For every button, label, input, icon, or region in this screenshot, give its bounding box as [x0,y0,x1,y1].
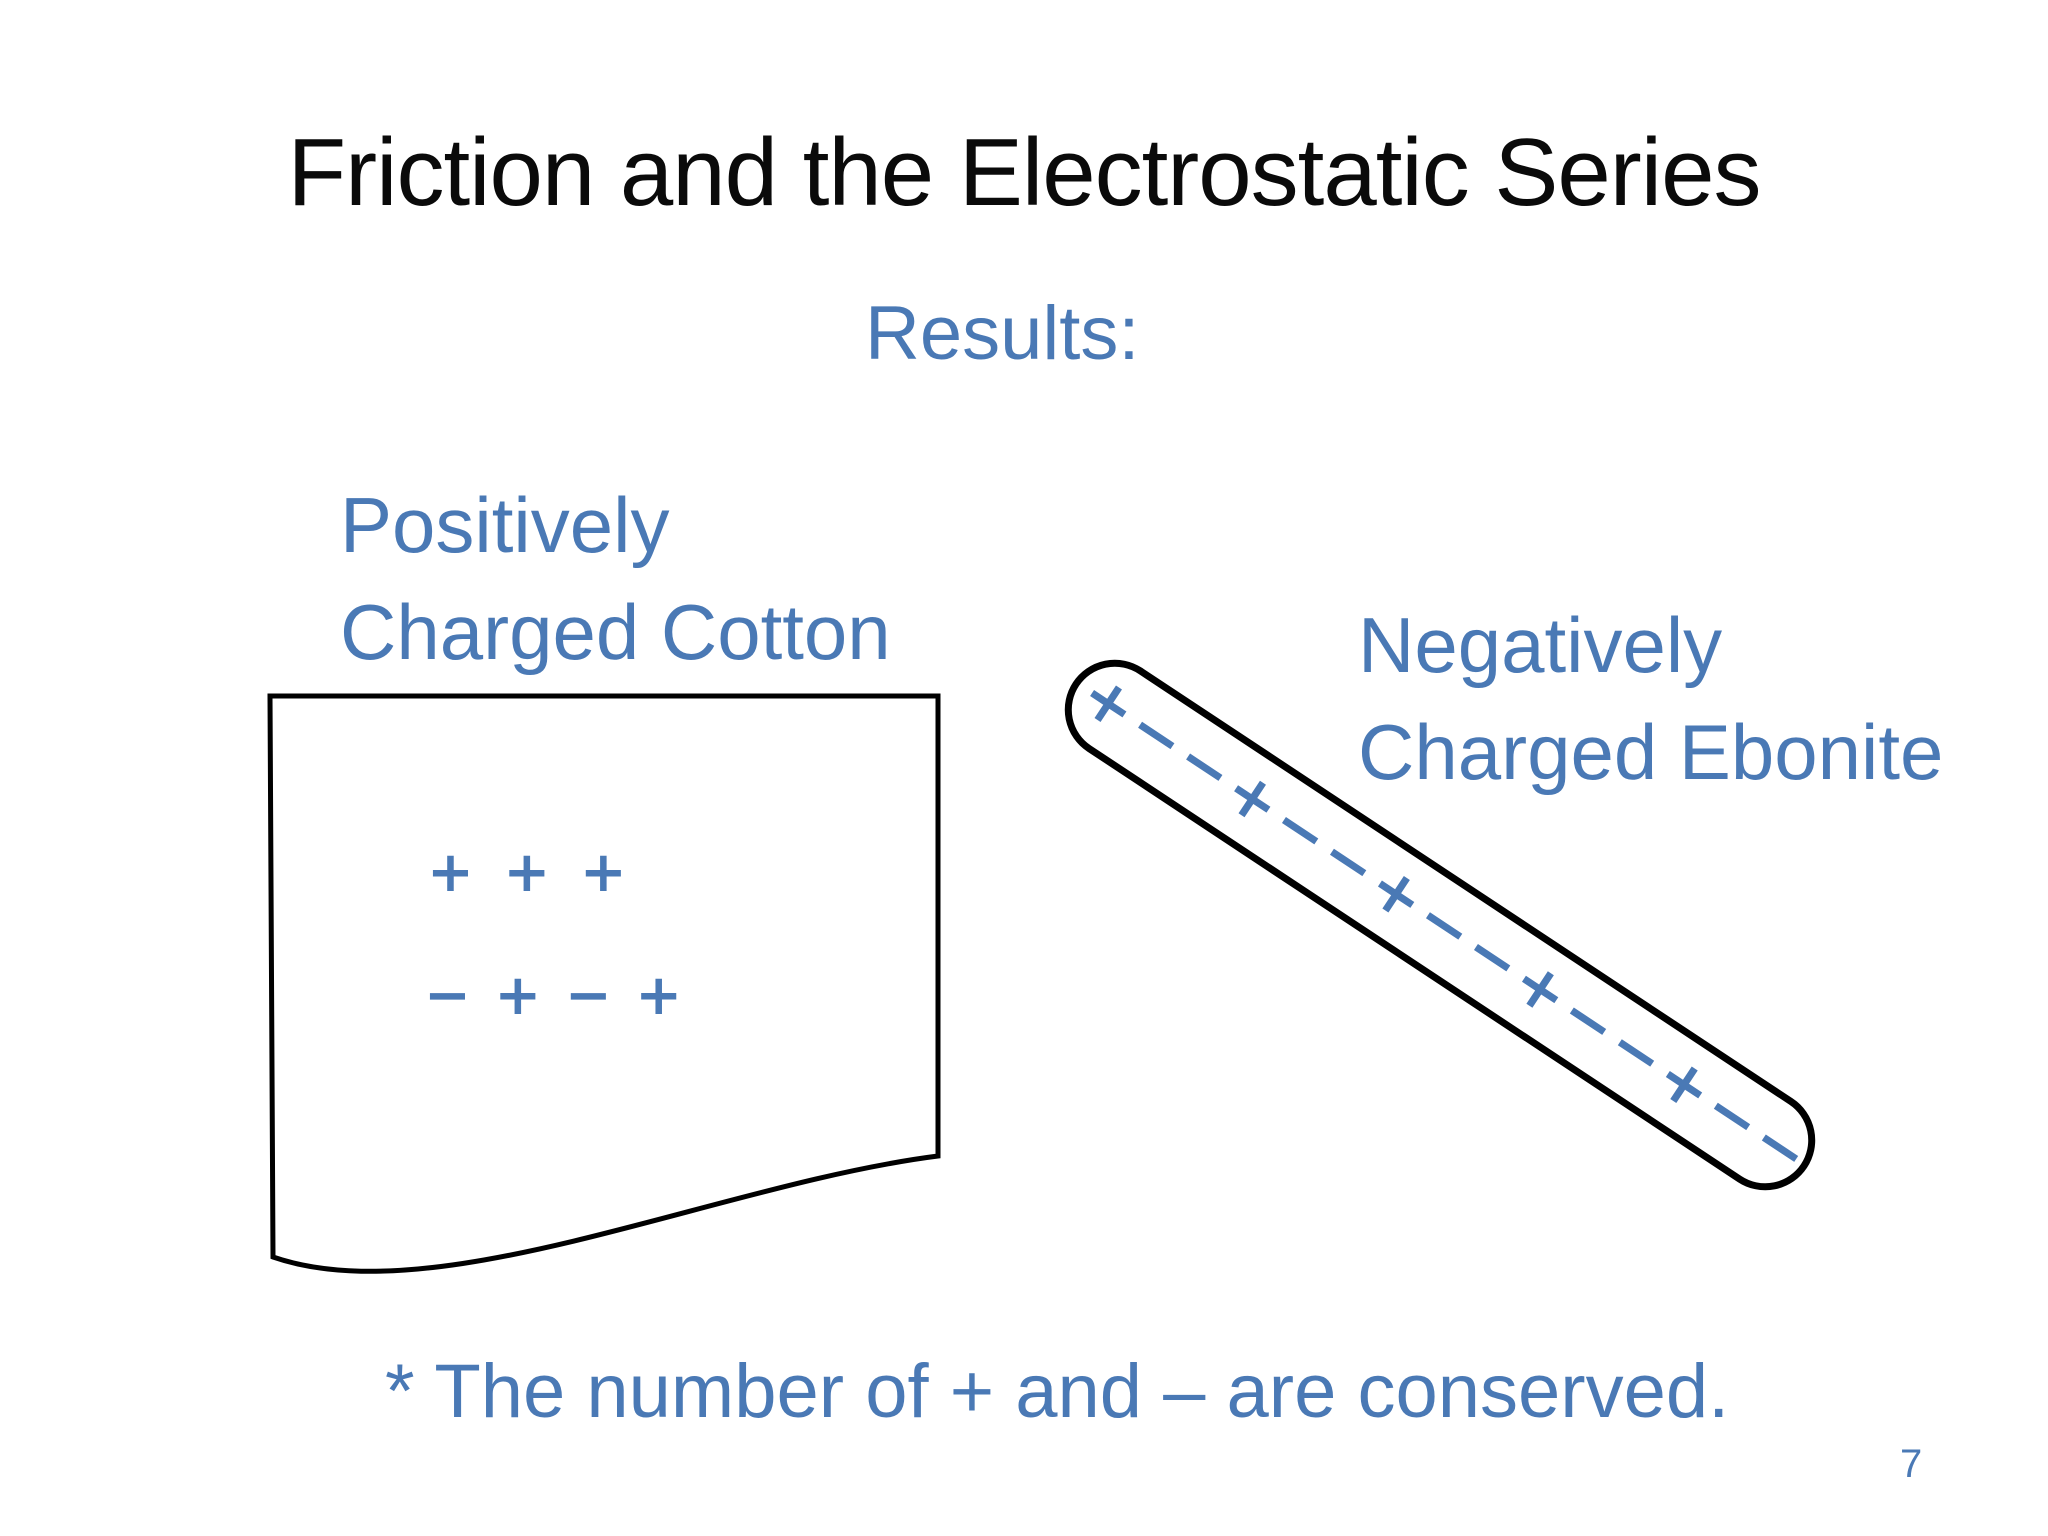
conservation-footnote: * The number of + and – are conserved. [385,1349,1730,1434]
cotton-charges-row2: − + − + [424,963,685,1028]
cotton-outline [267,693,941,1274]
page-number: 7 [1900,1442,1923,1486]
slide-title: Friction and the Electrostatic Series [287,119,1762,226]
cotton-charges-row1: + + + [427,840,632,905]
cotton-document-shape [267,693,941,1274]
cotton-label: Positively Charged Cotton [340,472,891,686]
ebonite-label-line2: Charged Ebonite [1358,708,1944,796]
cotton-label-line1: Positively [340,481,670,569]
ebonite-label-line1: Negatively [1358,601,1723,689]
results-heading: Results: [865,291,1140,376]
cotton-label-line2: Charged Cotton [340,588,891,676]
ebonite-label: Negatively Charged Ebonite [1358,592,1943,806]
